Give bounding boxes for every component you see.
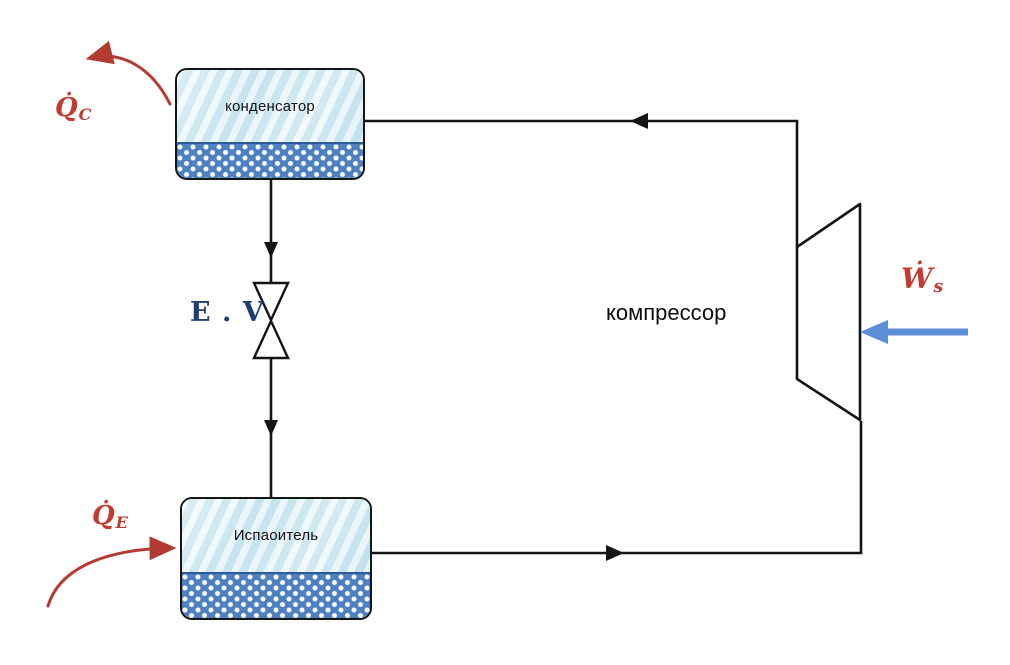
pipe-compressor-to-condenser (363, 119, 799, 247)
compressor-label: компрессор (606, 300, 727, 325)
heat-rejected-subscript: C (78, 105, 92, 125)
compressor-icon (795, 202, 862, 422)
expansion-valve-label: E . V (190, 297, 265, 328)
condenser-box: конденсатор (175, 68, 365, 180)
heat-absorbed-label: Q̇E (92, 501, 128, 532)
heat-in-arrow-icon (46, 536, 177, 608)
heat-absorbed-subscript: E (115, 513, 128, 533)
heat-absorbed-symbol: Q̇ (92, 501, 115, 531)
pipe-evaporator-to-compressor (370, 421, 863, 555)
evaporator-liquid-band (182, 572, 370, 618)
work-in-arrow-icon (860, 320, 888, 344)
flow-arrow-down-icon (264, 242, 278, 258)
flow-arrow-down-icon (264, 420, 278, 436)
condenser-fill: конденсатор (177, 70, 363, 142)
flow-arrow-left-icon (630, 113, 648, 129)
evaporator-fill: Испаоитель (182, 499, 370, 572)
condenser-label: конденсатор (225, 97, 315, 115)
expansion-valve-icon (252, 281, 290, 323)
shaft-work-subscript: s (933, 277, 944, 298)
flow-arrow-right-icon (606, 545, 624, 561)
heat-rejected-label: Q̇C (55, 93, 91, 124)
shaft-work-symbol: Ẇ (901, 262, 933, 295)
shaft-work-label: Ẇs (901, 262, 943, 297)
heat-out-arrow-icon (85, 40, 172, 106)
condenser-liquid-band (177, 142, 363, 178)
evaporator-label: Испаоитель (233, 527, 319, 544)
evaporator-box: Испаоитель (180, 497, 372, 620)
heat-rejected-symbol: Q̇ (55, 93, 78, 123)
